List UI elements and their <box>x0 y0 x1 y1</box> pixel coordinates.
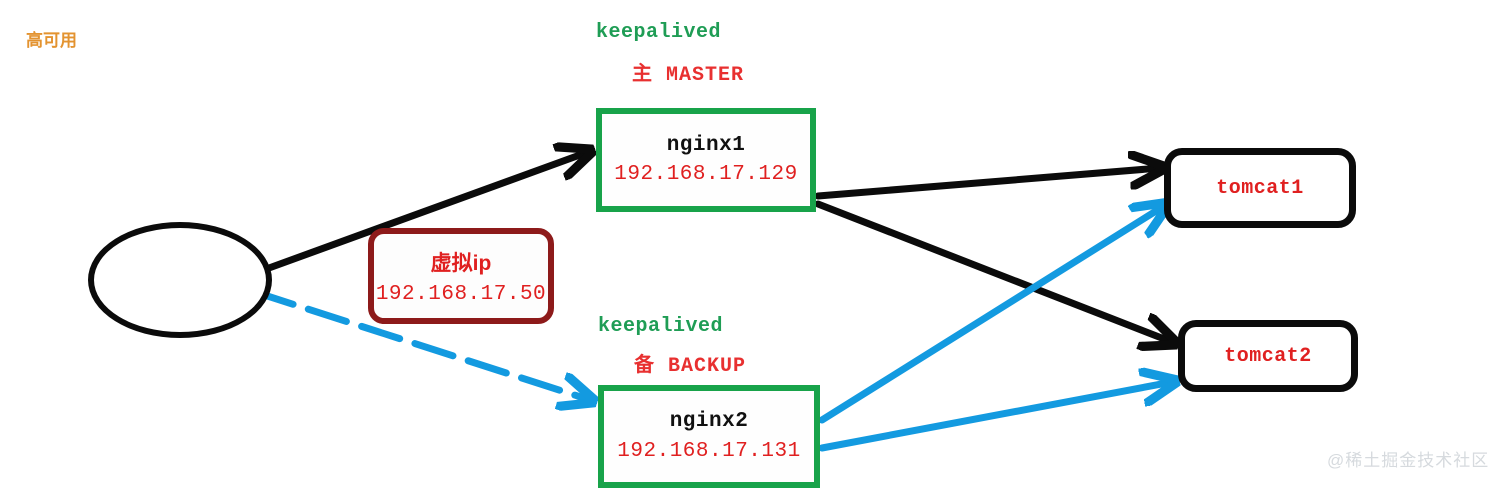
nginx-master-name: nginx1 <box>666 133 746 157</box>
nginx-master-address: 192.168.17.129 <box>614 163 798 186</box>
role-master-label: 主 MASTER <box>632 64 745 87</box>
nginx-master-box[interactable]: nginx1 192.168.17.129 <box>596 108 816 212</box>
nginx-backup-box[interactable]: nginx2 192.168.17.131 <box>598 385 820 488</box>
tomcat2-label: tomcat2 <box>1224 344 1312 368</box>
watermark: @稀土掘金技术社区 <box>1327 451 1490 470</box>
tomcat1-box[interactable]: tomcat1 <box>1164 148 1356 228</box>
link-nginx2-to-tomcat1 <box>818 206 1164 424</box>
tomcat1-label: tomcat1 <box>1216 176 1304 200</box>
link-client-to-nginx1 <box>254 152 588 276</box>
virtual-ip-address: 192.168.17.50 <box>375 282 547 306</box>
keepalived-master-label: keepalived <box>596 21 722 44</box>
link-client-to-nginx2 <box>251 288 590 400</box>
virtual-ip-title: 虚拟ip <box>430 251 492 275</box>
link-nginx1-to-tomcat2 <box>814 200 1172 342</box>
link-nginx2-to-tomcat2 <box>818 382 1172 452</box>
keepalived-backup-label: keepalived <box>598 315 724 338</box>
tomcat2-box[interactable]: tomcat2 <box>1178 320 1358 392</box>
role-backup-label: 备 BACKUP <box>634 355 747 378</box>
nginx-backup-name: nginx2 <box>669 410 749 434</box>
link-nginx1-to-tomcat1 <box>814 168 1160 200</box>
virtual-ip-box[interactable]: 虚拟ip 192.168.17.50 <box>368 228 554 324</box>
client-node[interactable] <box>88 222 272 338</box>
page-title: 高可用 <box>26 31 77 50</box>
nginx-backup-address: 192.168.17.131 <box>617 439 801 463</box>
